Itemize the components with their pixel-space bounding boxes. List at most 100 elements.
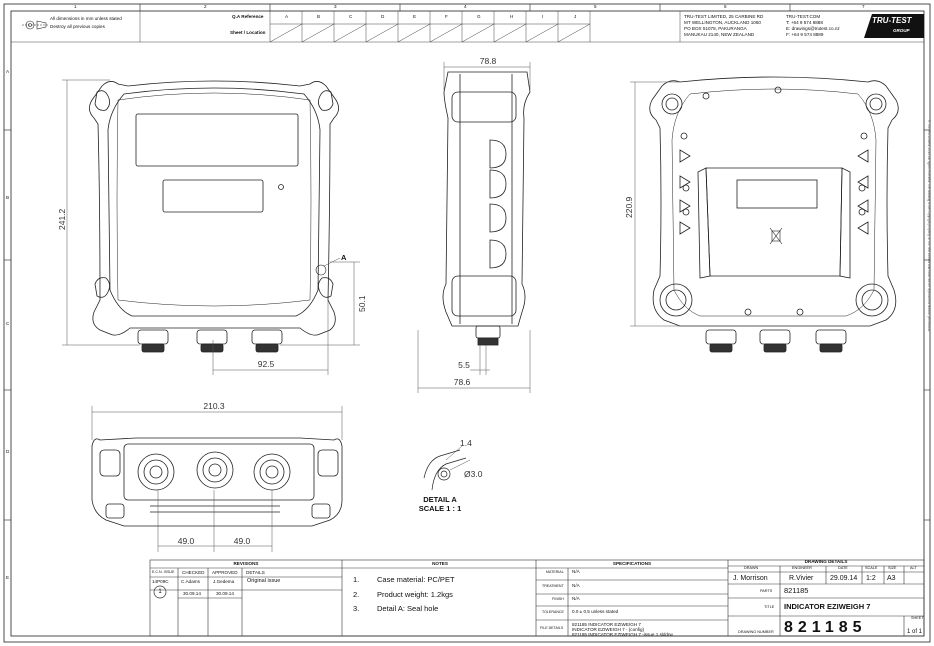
drawing-details-title: DRAWING DETAILS	[804, 559, 848, 564]
dim-bottom-width: 210.3	[203, 401, 225, 411]
sheet-location-label: Sheet / Location	[230, 30, 266, 35]
dd-header: SIZE	[888, 566, 897, 570]
spec-label: MATERIAL	[546, 570, 564, 574]
revision-checked-date: 30.09.14	[183, 591, 201, 596]
zone-number: 6	[724, 4, 727, 9]
dd-sheet-label: SHEET	[911, 616, 924, 620]
dim-front-height: 241.2	[57, 208, 67, 230]
dd-title: INDICATOR EZIWEIGH 7	[784, 602, 871, 611]
notes-title: NOTES	[432, 561, 448, 566]
specs-title: SPECIFICATIONS	[612, 561, 652, 566]
location-col: G	[477, 14, 481, 19]
qa-reference-label: Q.A Reference	[232, 14, 264, 19]
revisions-title: REVISIONS	[233, 561, 259, 566]
zone-number: 2	[204, 4, 207, 9]
front-view	[89, 80, 339, 353]
dd-sheet: 1 of 1	[907, 629, 923, 635]
zone-number: 5	[594, 4, 597, 9]
dd-header: SCALE	[865, 566, 878, 570]
revision-details: Original issue	[247, 578, 281, 584]
dim-bottom-left: 49.0	[177, 536, 195, 546]
revision-checked: C.Adams	[181, 579, 200, 584]
detail-marker: A	[341, 253, 347, 262]
dim-bottom-right: 49.0	[233, 536, 251, 546]
detail-scale: SCALE 1 : 1	[418, 504, 462, 513]
trutest-logo	[864, 14, 924, 38]
dd-parts-label: PARTS	[760, 589, 773, 593]
zone-letter: E	[6, 575, 10, 580]
dim-side-top: 78.8	[479, 56, 497, 66]
revisions-header: E.C.N. ISSUE	[152, 570, 175, 574]
logo-text: TRU-TEST	[872, 16, 912, 25]
dim-side-small: 5.5	[458, 360, 470, 370]
spec-value: N/A	[572, 583, 580, 588]
spec-label: TREATMENT	[542, 584, 564, 588]
dim-front-width: 92.5	[257, 359, 275, 369]
dim-detail-small: 1.4	[460, 438, 472, 448]
location-col: E	[413, 14, 417, 19]
note-text: Case material: PC/PET	[377, 575, 455, 584]
revision-approved: J.Gedema	[213, 579, 235, 584]
location-col: B	[317, 14, 321, 19]
revision-approved-date: 30.09.14	[216, 591, 234, 596]
spec-label: TOLERANCE	[542, 610, 564, 614]
dd-scale: 1:2	[866, 575, 876, 582]
zone-letter: C	[6, 321, 10, 326]
bottom-view	[91, 437, 343, 527]
detail-title: DETAIL A	[423, 495, 457, 504]
zone-letter: B	[6, 195, 10, 200]
dd-title-label: TITLE	[764, 605, 775, 609]
revision-ecn: 14P09C	[152, 579, 169, 584]
location-col: I	[542, 14, 544, 19]
location-col: H	[510, 14, 514, 19]
back-view	[649, 76, 899, 353]
dd-header: ALT	[910, 566, 917, 570]
dim-side-bottom: 78.6	[453, 377, 471, 387]
location-col: D	[381, 14, 385, 19]
spec-value: 0.0 ± 0.5 unless stated	[572, 609, 619, 614]
detail-a-view	[423, 445, 471, 491]
issue-number-icon	[153, 585, 167, 599]
revisions-header: CHECKED	[182, 570, 205, 575]
projection-symbol-icon	[22, 20, 48, 30]
location-col: C	[349, 14, 353, 19]
note-number: 1.	[353, 575, 360, 584]
dd-drawn: J. Morrison	[733, 575, 768, 582]
location-col: J	[574, 14, 577, 19]
zone-number: 1	[74, 4, 77, 9]
location-col: A	[285, 14, 289, 19]
note-text: Product weight: 1.2kgs	[377, 590, 453, 599]
header-note: All dimensions in mm unless stated	[50, 16, 122, 21]
dim-front-lower: 50.1	[357, 295, 367, 312]
side-view	[442, 71, 531, 346]
spec-label: FINISH	[552, 597, 564, 601]
dd-engineer: R.Vivier	[789, 575, 814, 582]
note-number: 3.	[353, 604, 360, 613]
zone-number: 7	[862, 4, 865, 9]
zone-number: 3	[334, 4, 337, 9]
location-col: F	[445, 14, 448, 19]
dd-number-label: DRAWING NUMBER	[738, 630, 774, 634]
zone-letter: D	[6, 449, 10, 454]
dd-number: 821185	[784, 619, 867, 636]
zone-letter: A	[6, 69, 10, 74]
dim-detail-hole: Ø3.0	[464, 469, 483, 479]
logo-sub: GROUP	[893, 28, 910, 33]
dd-header: DATE	[838, 566, 848, 570]
dd-header: DRAWN	[744, 566, 759, 570]
revisions-header: APPROVED	[212, 570, 238, 575]
dim-back-height: 220.9	[624, 196, 634, 218]
dd-parts: 821185	[784, 586, 809, 595]
dd-date: 29.09.14	[830, 575, 858, 582]
note-text: Detail A: Seal hole	[377, 604, 439, 613]
side-copyright: © Tru-Test Limited, 2014. All rights res…	[927, 120, 931, 333]
dd-header: ENGINEER	[792, 566, 812, 570]
note-number: 2.	[353, 590, 360, 599]
zone-number: 4	[464, 4, 467, 9]
dd-size: A3	[887, 575, 896, 582]
header-note: Destroy all previous copies	[50, 24, 105, 29]
